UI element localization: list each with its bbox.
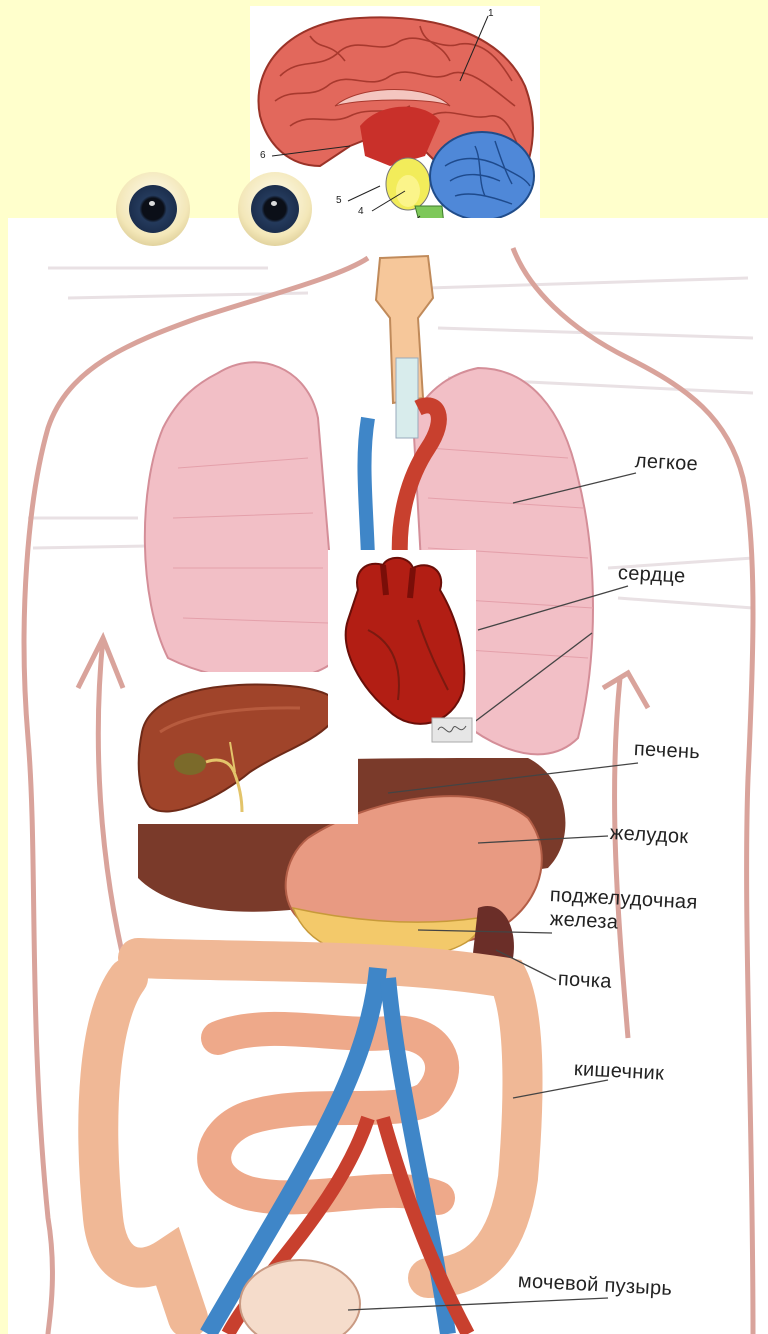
liver-drawing (130, 672, 358, 824)
iris-icon (129, 185, 177, 233)
label-lung: легкое (634, 450, 698, 475)
liver-illustration (130, 672, 358, 824)
iris-icon (251, 185, 299, 233)
label-pancreas-line2: железа (549, 908, 618, 934)
label-stomach: желудок (609, 822, 689, 848)
body-anatomy-panel: легкое сердце печень желудок поджелудочн… (8, 218, 768, 1334)
eye-shine (271, 201, 277, 206)
label-liver: печень (633, 738, 700, 763)
label-kidney: почка (557, 968, 612, 993)
brain-number-4: 4 (358, 206, 364, 217)
brain-number-5: 5 (336, 195, 342, 206)
eye-shine (149, 201, 155, 206)
heart-drawing (328, 550, 476, 748)
label-intestine: кишечник (573, 1058, 664, 1085)
body-anatomy-drawing (8, 218, 768, 1334)
eye-icon (238, 172, 312, 246)
brain-number-6: 6 (260, 150, 266, 161)
brain-number-1: 1 (488, 8, 494, 19)
heart-illustration (328, 550, 476, 748)
label-heart: сердце (617, 562, 686, 588)
eye-icon (116, 172, 190, 246)
